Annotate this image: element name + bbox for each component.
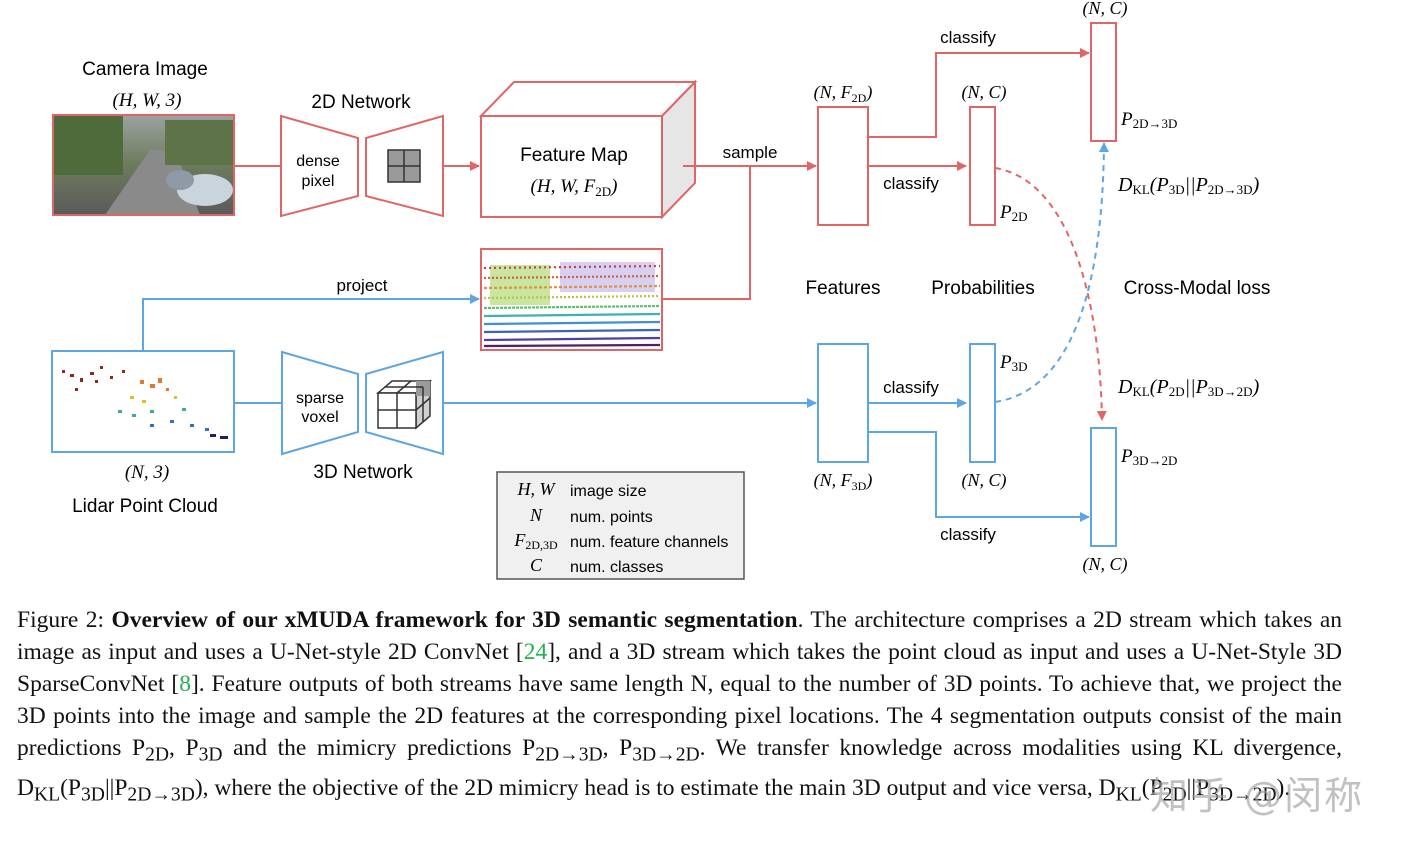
- xmuda-framework-diagram: Camera Image (H, W, 3) 2D Network dense …: [51, 0, 1271, 580]
- caption-prefix: Figure 2:: [17, 607, 112, 633]
- svg-text:N: N: [529, 505, 543, 525]
- caption-text: ||P: [1186, 774, 1210, 801]
- sparse-label: sparse: [296, 390, 344, 407]
- caption-title: Overview of our xMUDA framework for 3D s…: [111, 607, 798, 633]
- dkl-bottom-label: DKL(P2D||P3D→2D): [1117, 376, 1260, 399]
- decoder-3d-shape: [365, 350, 444, 456]
- legend-row: H, W image size: [517, 479, 647, 500]
- feature-map-box: [478, 79, 698, 220]
- svg-text:image size: image size: [570, 483, 647, 500]
- features-3d-column: [817, 343, 869, 463]
- lidar-point-cloud-thumbnail: [51, 350, 235, 453]
- caption-text: . The architecture comprises a 2D stream…: [17, 607, 1342, 665]
- p3d-to-2d-label: P3D→2D: [1120, 446, 1177, 468]
- sample-label: sample: [723, 143, 778, 162]
- p3d-column: [969, 343, 996, 463]
- classify-bottom-label: classify: [940, 525, 996, 544]
- legend-row: C num. classes: [530, 555, 663, 576]
- features-2d-column: [817, 106, 869, 226]
- probabilities-label: Probabilities: [931, 278, 1035, 299]
- kl-curve-3d-to-2d: [994, 142, 1109, 403]
- caption-text: (P: [1141, 774, 1163, 801]
- nc-top-label: (N, C): [1083, 0, 1128, 19]
- network-2d-label: 2D Network: [311, 92, 411, 113]
- caption-sub: 3D: [81, 784, 105, 806]
- decoder-2d-shape: [365, 114, 444, 218]
- lidar-shape: (N, 3): [125, 462, 169, 483]
- caption-sub: KL: [1115, 784, 1142, 806]
- features-label: Features: [806, 278, 881, 299]
- p2d-to-3d-column: [1090, 22, 1117, 142]
- p3d-label: P3D: [999, 352, 1028, 374]
- caption-sub: 3D→2D: [632, 744, 700, 766]
- pixel-grid-icon: [387, 149, 421, 183]
- zhihu-watermark: 知乎 @闵称: [1150, 774, 1365, 818]
- p2d-label: P2D: [999, 202, 1028, 224]
- svg-text:num. classes: num. classes: [570, 559, 663, 576]
- caption-text: , P: [169, 735, 199, 761]
- p3d-to-2d-column: [1090, 427, 1117, 547]
- kl-curve-2d-to-3d: [994, 167, 1107, 421]
- caption-text: and the mimicry predictions P: [222, 735, 536, 761]
- feature-map-label: Feature Map: [520, 145, 628, 166]
- caption-text: ], and a 3D stream which takes the point…: [17, 639, 1342, 697]
- caption-sub: 2D→3D: [535, 744, 603, 766]
- projected-points-image: [480, 248, 663, 351]
- encoder-2d-shape: [280, 114, 359, 218]
- classify-2d-label: classify: [883, 174, 939, 193]
- caption-text: ]. Feature outputs of both streams have …: [17, 671, 1342, 761]
- lidar-label: Lidar Point Cloud: [72, 496, 218, 517]
- citation-link[interactable]: 24: [523, 639, 548, 665]
- feature-map-shape: (H, W, F2D): [531, 176, 618, 199]
- camera-image-thumbnail: [52, 114, 235, 216]
- voxel-cube-icon: [375, 379, 433, 430]
- legend-box: H, W image size N num. points F2D,3D num…: [496, 471, 745, 580]
- nc-low-label: (N, C): [962, 470, 1007, 491]
- legend-row: N num. points: [529, 505, 653, 526]
- caption-text: ).: [1276, 774, 1291, 801]
- p2d-column: [969, 106, 996, 226]
- dkl-top-label: DKL(P3D||P2D→3D): [1117, 174, 1260, 197]
- caption-text: (P: [60, 774, 81, 801]
- caption-sub: KL: [33, 784, 61, 806]
- dense-label: dense: [296, 153, 340, 170]
- svg-text:H, W: H, W: [517, 479, 557, 499]
- features-2d-shape: (N, F2D): [814, 82, 873, 105]
- caption-text: , P: [602, 735, 633, 761]
- caption-sub: 3D: [198, 744, 223, 766]
- svg-text:F2D,3D: F2D,3D: [513, 530, 558, 552]
- caption-sub: 2D: [1162, 784, 1187, 806]
- svg-text:num. feature channels: num. feature channels: [570, 534, 728, 551]
- camera-image-label: Camera Image: [82, 59, 208, 80]
- pixel-label: pixel: [302, 173, 335, 190]
- p2d-to-3d-label: P2D→3D: [1120, 109, 1177, 131]
- nc-mid-label: (N, C): [962, 82, 1007, 103]
- voxel-label: voxel: [301, 409, 338, 426]
- caption-text: ), where the objective of the 2D mimicry…: [194, 774, 1116, 801]
- caption-text: . We transfer knowledge across modalitie…: [17, 735, 1342, 801]
- caption-sub: 3D→2D: [1209, 784, 1277, 806]
- caption-text: ||P: [104, 774, 128, 801]
- figure-caption: Figure 2: Overview of our xMUDA framewor…: [17, 604, 1342, 811]
- classify-3d-label: classify: [883, 378, 939, 397]
- classify-top-label: classify: [940, 28, 996, 47]
- legend-row: F2D,3D num. feature channels: [513, 530, 728, 552]
- caption-sub: 2D→3D: [127, 784, 195, 806]
- citation-link[interactable]: 8: [179, 671, 191, 697]
- features-3d-shape: (N, F3D): [814, 470, 873, 493]
- nc-bottom-label: (N, C): [1083, 554, 1128, 575]
- svg-text:num. points: num. points: [570, 509, 653, 526]
- encoder-3d-shape: [281, 350, 359, 456]
- svg-text:C: C: [530, 555, 543, 575]
- cross-modal-loss-label: Cross-Modal loss: [1124, 278, 1271, 299]
- network-3d-label: 3D Network: [313, 462, 413, 483]
- camera-image-shape: (H, W, 3): [113, 90, 182, 111]
- project-label: project: [336, 276, 387, 295]
- caption-sub: 2D: [145, 744, 170, 766]
